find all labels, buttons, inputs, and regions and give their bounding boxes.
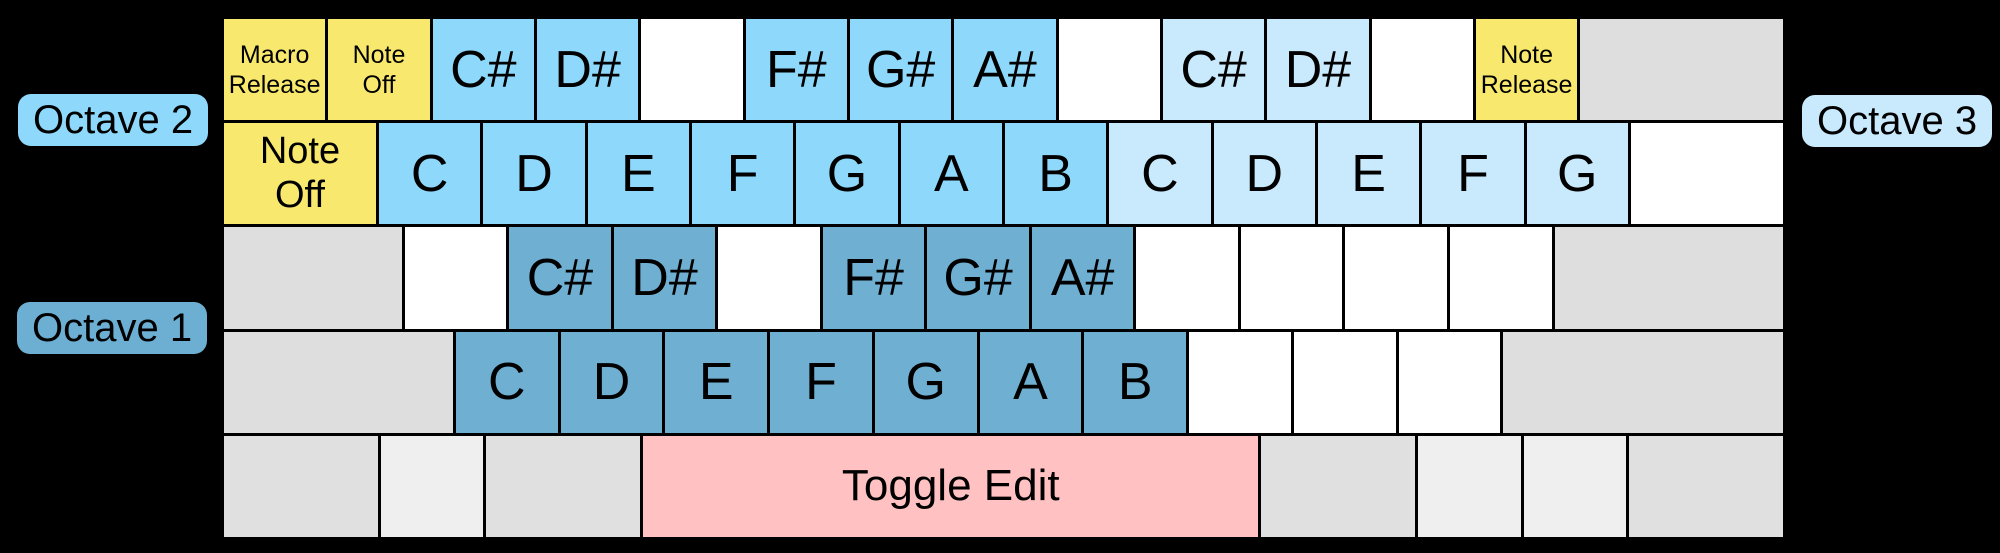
key-unassigned (641, 19, 743, 121)
octave-3-label: Octave 3 (1802, 95, 1993, 147)
key-unassigned (718, 227, 820, 329)
key-unassigned (1629, 435, 1783, 538)
key-c-sharp: C# (509, 227, 611, 329)
key-unassigned (404, 227, 507, 329)
key-unassigned (1580, 19, 1783, 121)
key-note-release: Note Release (1475, 19, 1578, 121)
key-d-sharp: D# (613, 227, 716, 329)
key-unassigned (1345, 227, 1447, 329)
key-g: G (874, 331, 977, 433)
key-b: B (1004, 123, 1107, 225)
key-g-sharp: G# (849, 19, 952, 121)
key-c: C (1109, 123, 1211, 225)
key-unassigned (1554, 227, 1783, 329)
key-c: C (455, 331, 558, 433)
key-f: F (691, 123, 794, 225)
key-unassigned (1450, 227, 1552, 329)
key-unassigned (1189, 331, 1291, 433)
key-unassigned (224, 435, 378, 538)
key-e: E (1317, 123, 1420, 225)
key-unassigned (224, 227, 402, 329)
keyboard-row-spacebar-row: Toggle Edit (224, 435, 1783, 538)
key-note-off: Note Off (328, 19, 430, 121)
key-d-sharp: D# (1267, 19, 1369, 121)
key-unassigned (486, 435, 641, 538)
key-unassigned (1630, 123, 1783, 225)
key-f-sharp: F# (822, 227, 925, 329)
key-g: G (1526, 123, 1628, 225)
key-unassigned (380, 435, 484, 538)
key-f: F (1422, 123, 1524, 225)
key-d: D (483, 123, 585, 225)
key-c-sharp: C# (1162, 19, 1265, 121)
key-unassigned (1523, 435, 1627, 538)
key-g: G (796, 123, 898, 225)
key-unassigned (1398, 331, 1501, 433)
key-e: E (665, 331, 768, 433)
key-unassigned (1418, 435, 1521, 538)
keyboard-row-home-row: C#D# F#G#A# (224, 227, 1783, 329)
key-toggle-edit: Toggle Edit (643, 435, 1259, 538)
key-a-sharp: A# (954, 19, 1056, 121)
key-note-off: Note Off (224, 123, 376, 225)
key-g-sharp: G# (927, 227, 1029, 329)
key-unassigned (224, 331, 453, 433)
key-unassigned (1261, 435, 1416, 538)
key-a: A (979, 331, 1082, 433)
key-unassigned (1240, 227, 1343, 329)
key-f-sharp: F# (745, 19, 847, 121)
key-d: D (1213, 123, 1315, 225)
key-unassigned (1136, 227, 1238, 329)
octave-1-label: Octave 1 (17, 302, 208, 354)
key-d-sharp: D# (536, 19, 639, 121)
octave-2-label: Octave 2 (18, 94, 209, 146)
key-c-sharp: C# (432, 19, 534, 121)
key-a-sharp: A# (1031, 227, 1134, 329)
key-unassigned (1293, 331, 1396, 433)
key-f: F (770, 331, 872, 433)
key-unassigned (1503, 331, 1784, 433)
key-unassigned (1371, 19, 1473, 121)
key-macro-release: Macro Release (224, 19, 326, 121)
key-e: E (587, 123, 689, 225)
key-b: B (1084, 331, 1187, 433)
key-d: D (560, 331, 663, 433)
key-unassigned (1058, 19, 1160, 121)
key-a: A (900, 123, 1002, 225)
key-c: C (379, 123, 481, 225)
